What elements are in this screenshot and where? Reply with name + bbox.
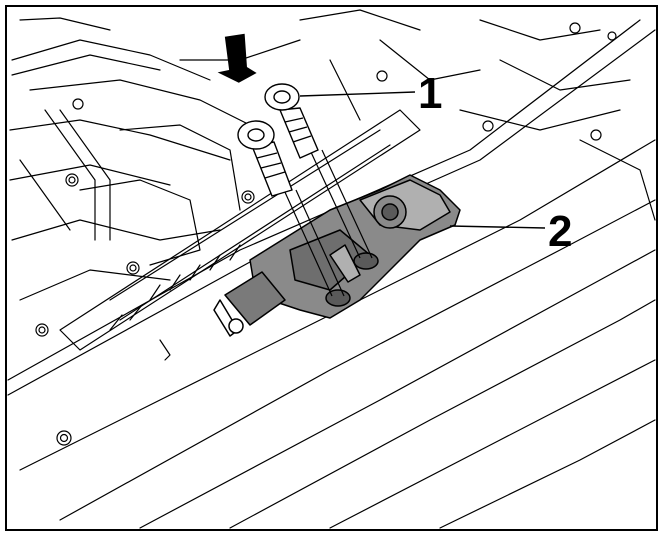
removal-arrow-icon <box>217 33 257 83</box>
callout-2-label: 2 <box>548 207 572 256</box>
actuator-module <box>213 174 461 337</box>
screws <box>237 83 373 297</box>
background-linework <box>7 9 656 529</box>
callout-1-label: 1 <box>418 69 442 118</box>
callout-leaders <box>299 91 546 229</box>
